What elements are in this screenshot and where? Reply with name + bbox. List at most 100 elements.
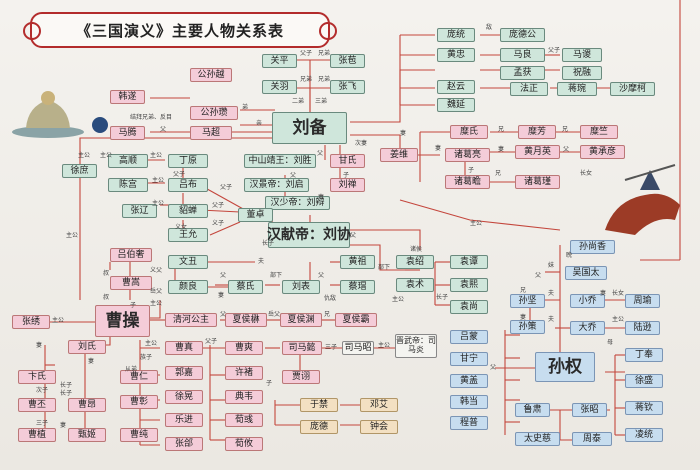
node-liu-shan: 刘禅: [330, 178, 365, 192]
edge-label: 长子: [436, 294, 449, 301]
node-xu-sheng: 徐盛: [625, 374, 663, 388]
node-xiahou-mao: 夏侯楙: [225, 313, 267, 327]
edge-label: 长子: [60, 390, 73, 397]
edge-label: 次子: [36, 387, 49, 394]
node-sha-moke: 沙摩柯: [610, 82, 655, 96]
node-xiandi: 汉献帝：刘协: [267, 222, 351, 248]
node-xiao-qiao: 小乔: [570, 294, 605, 308]
edge-label: 三子: [325, 344, 338, 351]
node-wang-yun: 王允: [168, 228, 208, 242]
node-cai-mao: 蔡瑁: [340, 280, 375, 294]
node-cao-ang: 曹昂: [68, 398, 106, 412]
node-deng-ai: 邓艾: [360, 398, 398, 412]
node-yuan-shu: 袁术: [396, 278, 434, 292]
edge-label: 部下: [270, 272, 283, 279]
edge-label: 仇敌: [324, 295, 337, 302]
node-da-qiao: 大乔: [570, 321, 605, 335]
node-sun-shangxiang: 孙尚香: [570, 240, 615, 254]
node-zhang-liao: 张辽: [122, 204, 157, 218]
node-yu-jin: 于禁: [300, 398, 338, 412]
node-huang-yueying: 黄月英: [515, 145, 560, 159]
node-lady-gan: 甘氏: [330, 154, 365, 168]
edge-label: 兄弟: [318, 76, 331, 83]
node-liu-biao: 刘表: [282, 280, 320, 294]
edge-label: 父子: [205, 338, 218, 345]
node-sunquan: 孙权: [535, 352, 595, 382]
node-lu-su: 鲁肃: [515, 403, 550, 417]
edge-label: 妻: [36, 342, 43, 349]
node-ma-chao: 马超: [190, 126, 232, 140]
edge-label: 父: [317, 150, 324, 157]
node-qinghe: 清河公主: [165, 313, 217, 327]
edge-label: 父子: [300, 50, 313, 57]
edge-label: 母: [607, 339, 614, 346]
node-jia-xu: 贾诩: [282, 370, 320, 384]
edge-label: 主公: [100, 152, 113, 159]
node-xun-yu: 荀彧: [225, 413, 263, 427]
node-dong-zhuo: 董卓: [238, 208, 273, 222]
edge-label: 叔: [103, 294, 110, 301]
node-zhen-ji: 甄姬: [68, 428, 106, 442]
node-jiang-qin: 蒋钦: [625, 401, 663, 415]
edge-label: 子: [343, 172, 350, 179]
node-sun-ce: 孙策: [510, 320, 545, 334]
edge-label: 主公: [145, 340, 158, 347]
edge-label: 主公: [66, 232, 79, 239]
node-huang-zu: 黄祖: [340, 255, 375, 269]
edge-label: 三子: [36, 420, 49, 427]
node-pang-degong: 庞德公: [500, 28, 545, 42]
edge-label: 长子: [60, 382, 73, 389]
node-cao-zhang: 曹彰: [120, 395, 158, 409]
node-pang-tong: 庞统: [437, 28, 475, 42]
node-zhong-hui: 钟会: [360, 420, 398, 434]
node-gongsun-zan: 公孙瓒: [190, 106, 238, 120]
edge-label: 结拜兄弟、反目: [130, 114, 173, 121]
node-lady-liu: 刘氏: [68, 340, 106, 354]
node-xu-chu: 许褚: [225, 366, 263, 380]
node-taishi-ci: 太史慈: [515, 432, 560, 446]
node-cao-pi: 曹丕: [18, 398, 56, 412]
edge-label: 主公: [152, 200, 165, 207]
edge-label: 部下: [378, 264, 391, 271]
edge-label: 父: [563, 146, 570, 153]
edge-label: 妻: [318, 194, 325, 201]
edge-label: 妹: [548, 262, 555, 269]
horseman-figure-image: [595, 160, 690, 245]
node-lu-bu: 吕布: [168, 178, 208, 192]
edge-label: 兄: [495, 170, 502, 177]
edge-label: 弟: [242, 104, 249, 111]
gem-figure-image: [90, 115, 110, 135]
node-lady-bian: 卞氏: [18, 370, 56, 384]
edge-label: 族子: [140, 354, 153, 361]
node-sima-yi: 司马懿: [282, 341, 322, 355]
node-cao-shuang: 曹爽: [225, 341, 263, 355]
node-gan-ning: 甘宁: [450, 352, 488, 366]
node-ma-liang: 马良: [500, 48, 545, 62]
node-ding-yuan: 丁原: [168, 154, 208, 168]
edge-label: 长子: [262, 240, 275, 247]
node-yuan-xi: 袁熙: [450, 278, 488, 292]
node-sima-zhao: 司马昭: [342, 341, 374, 355]
node-guan-ping: 关平: [262, 54, 297, 68]
edge-label: 子: [468, 167, 475, 174]
edge-label: 父: [318, 272, 325, 279]
node-xiahou-yuan: 夏侯渊: [280, 313, 322, 327]
edge-label: 父: [290, 172, 297, 179]
edge-label: 主公: [150, 300, 163, 307]
node-cheng-pu: 程普: [450, 416, 488, 430]
node-zhang-fei: 张飞: [330, 80, 365, 94]
node-lu-boshe: 吕伯奢: [110, 248, 152, 262]
edge-label: 父子: [548, 47, 561, 54]
edge-label: 主公: [152, 177, 165, 184]
edge-label: 父: [220, 272, 227, 279]
node-yuan-shao: 袁绍: [396, 255, 434, 269]
node-wei-yan: 魏延: [437, 98, 475, 112]
edge-label: 妻: [218, 292, 225, 299]
edge-label: 主公: [150, 152, 163, 159]
edge-label: 二弟: [292, 98, 305, 105]
node-huang-chengyan: 黄承彦: [580, 145, 625, 159]
edge-label: 子: [266, 380, 273, 387]
node-xiahou-ba: 夏侯霸: [335, 313, 377, 327]
edge-label: 父: [350, 232, 357, 239]
node-gao-shun: 高顺: [108, 154, 148, 168]
